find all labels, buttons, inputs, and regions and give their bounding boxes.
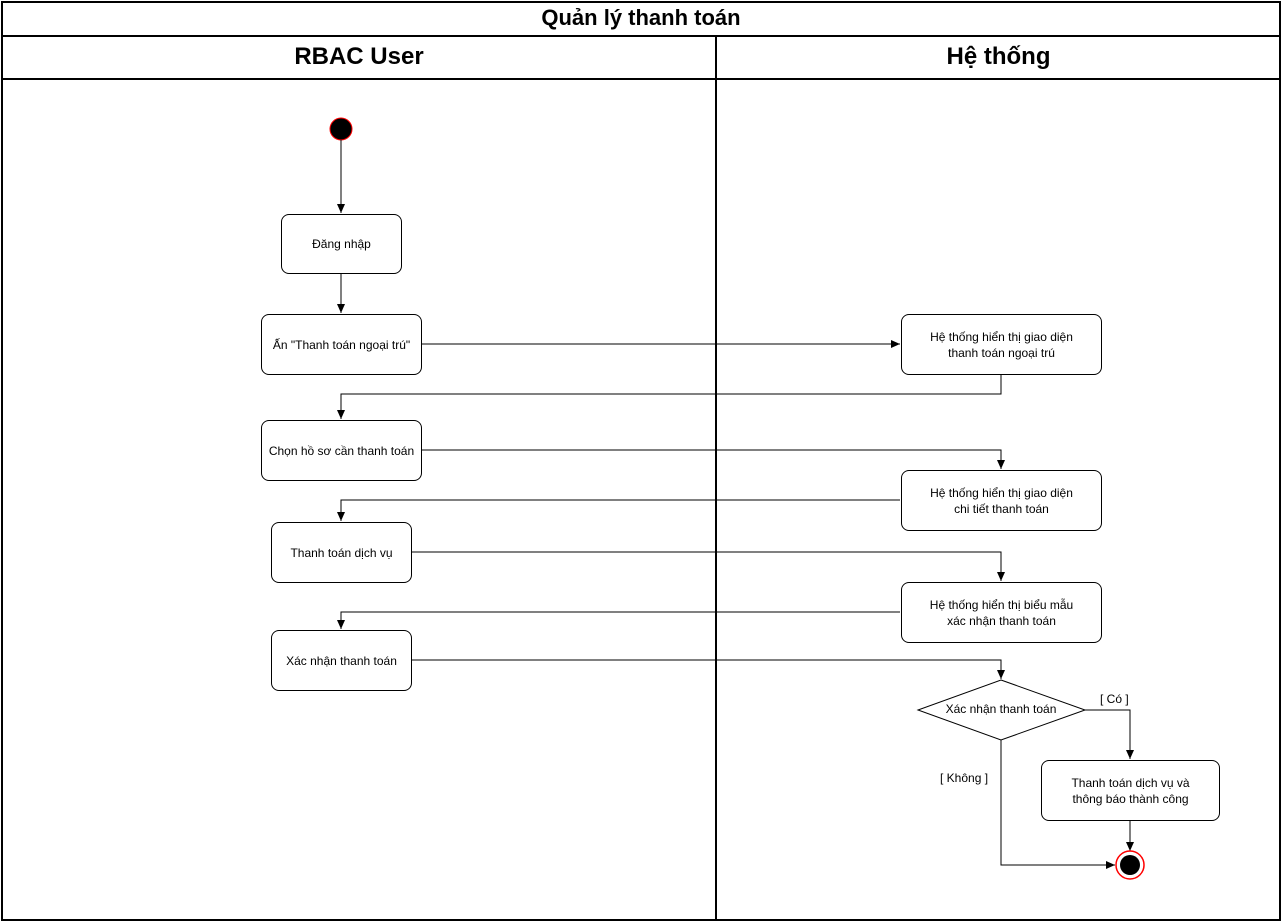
decision-label: Xác nhận thanh toán: [945, 702, 1057, 716]
lane-header-he-thong: Hệ thống: [716, 36, 1281, 80]
edge-decision-yes: [1085, 709, 1134, 759]
edge-ui-to-select: [337, 374, 1002, 419]
lane-header-rbac-user: RBAC User: [1, 36, 717, 80]
action-thanh-toan-dich-vu: Thanh toán dịch vụ: [271, 522, 412, 583]
action-ht-chi-tiet: Hệ thống hiển thị giao diện chi tiết tha…: [901, 470, 1102, 531]
guard-yes: [ Có ]: [1100, 692, 1129, 706]
edge-detail-to-pay: [337, 499, 900, 521]
action-chon-ho-so: Chọn hồ sơ cần thanh toán: [261, 420, 422, 481]
decision-diamond: [916, 679, 1087, 741]
action-ht-giao-dien-ngoai-tru: Hệ thống hiển thị giao diện thanh toán n…: [901, 314, 1102, 375]
edge-confirm-to-decision: [411, 659, 1005, 679]
edge-pay-to-form: [411, 551, 1005, 581]
action-an-thanh-toan-ngoai-tru: Ấn "Thanh toán ngoại trú": [261, 314, 422, 375]
action-dang-nhap: Đăng nhập: [281, 214, 402, 274]
diagram-title: Quản lý thanh toán: [1, 1, 1281, 37]
action-ht-bieu-mau: Hệ thống hiển thị biểu mẫu xác nhận than…: [901, 582, 1102, 643]
end-node: [1120, 855, 1140, 875]
action-xac-nhan-thanh-toan: Xác nhận thanh toán: [271, 630, 412, 691]
guard-no: [ Không ]: [940, 771, 989, 785]
edge-select-to-detail: [421, 449, 1005, 469]
edge-decision-no: [1000, 740, 1115, 869]
start-node: [329, 117, 353, 141]
action-thanh-toan-thanh-cong: Thanh toán dịch vụ và thông báo thành cô…: [1041, 760, 1220, 821]
lane-divider: [715, 36, 717, 921]
edge-form-to-confirm: [337, 611, 900, 629]
